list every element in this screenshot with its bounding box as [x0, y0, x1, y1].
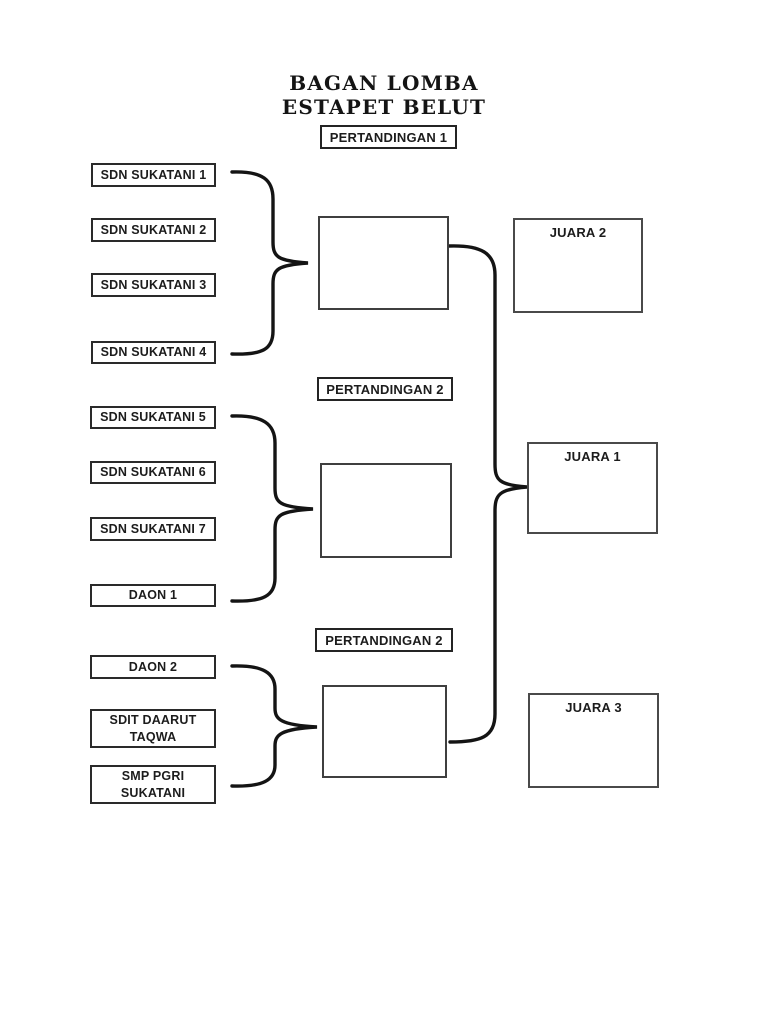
brace-final	[447, 244, 528, 744]
team-box-smp-pgri-sukatani: SMP PGRI SUKATANI	[90, 765, 216, 804]
round-label-pertandingan-3: PERTANDINGAN 2	[315, 628, 453, 652]
team-box-sdn-sukatani-6: SDN SUKATANI 6	[90, 461, 216, 484]
result-box-juara-2: JUARA 2	[513, 218, 643, 313]
page-title-line-1: BAGAN LOMBA	[289, 71, 479, 95]
team-box-sdn-sukatani-2: SDN SUKATANI 2	[91, 218, 216, 242]
team-box-daon-1: DAON 1	[90, 584, 216, 607]
match-box-2	[320, 463, 452, 558]
page-title-line-2: ESTAPET BELUT	[281, 95, 487, 119]
team-box-sdn-sukatani-3: SDN SUKATANI 3	[91, 273, 216, 297]
page-title: BAGAN LOMBA ESTAPET BELUT	[0, 71, 768, 119]
brace-group-3	[230, 664, 318, 788]
result-label-juara-2: JUARA 2	[549, 225, 607, 240]
result-label-juara-1: JUARA 1	[564, 449, 621, 464]
team-box-daon-2: DAON 2	[90, 655, 216, 679]
round-label-pertandingan-2: PERTANDINGAN 2	[317, 377, 453, 401]
result-box-juara-1: JUARA 1	[527, 442, 658, 534]
team-box-sdit-daarut-taqwa: SDIT DAARUT TAQWA	[90, 709, 216, 748]
result-box-juara-3: JUARA 3	[528, 693, 659, 788]
brace-group-2	[230, 414, 314, 603]
team-box-sdn-sukatani-5: SDN SUKATANI 5	[90, 406, 216, 429]
team-box-sdn-sukatani-1: SDN SUKATANI 1	[91, 163, 216, 187]
match-box-1	[318, 216, 449, 310]
team-box-sdn-sukatani-4: SDN SUKATANI 4	[91, 341, 216, 364]
match-box-3	[322, 685, 447, 778]
round-label-pertandingan-1: PERTANDINGAN 1	[320, 125, 457, 149]
brace-group-1	[230, 170, 309, 356]
team-box-sdn-sukatani-7: SDN SUKATANI 7	[90, 517, 216, 541]
result-label-juara-3: JUARA 3	[565, 700, 622, 715]
